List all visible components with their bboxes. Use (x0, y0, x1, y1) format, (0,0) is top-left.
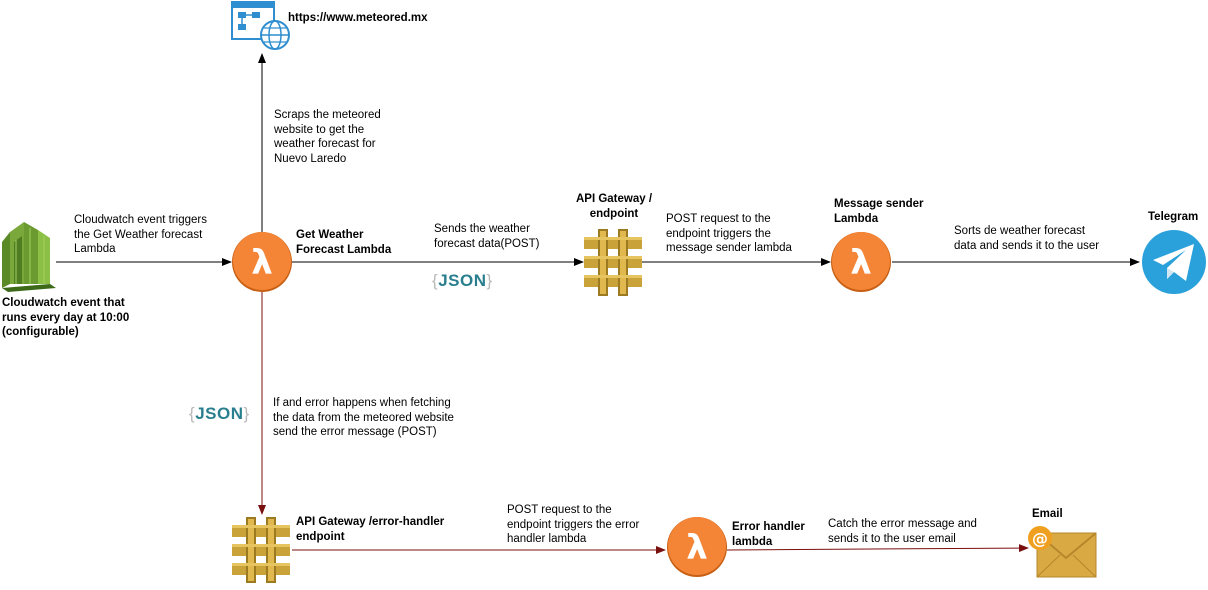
svg-text:λ: λ (686, 528, 708, 568)
api-gateway-label: API Gateway / endpoint (575, 193, 653, 220)
api-gateway-icon (232, 517, 290, 583)
json-badge-left: {JSON} (189, 404, 250, 423)
edge-label-catch-error: Catch the error message and sends it to … (828, 518, 977, 545)
website-url: https://www.meteored.mx (288, 12, 428, 24)
message-sender-lambda-label: Message sender Lambda (834, 198, 924, 225)
api-gateway-icon (584, 229, 642, 296)
arrow-error-lambda-to-email (726, 544, 1029, 553)
error-gateway-label: API Gateway /error-handler endpoint (296, 516, 445, 543)
edge-label-scrape: Scraps the meteored website to get the w… (274, 109, 381, 165)
email-icon: @ (1028, 526, 1097, 578)
svg-text:λ: λ (850, 243, 872, 283)
svg-text:@: @ (1032, 529, 1048, 548)
edge-label-send-forecast: Sends the weather forecast data(POST) (434, 223, 540, 250)
cloudwatch-label: Cloudwatch event that runs every day at … (2, 297, 130, 338)
lambda-icon: λ (831, 232, 891, 292)
edge-label-error-post: POST request to the endpoint triggers th… (507, 504, 640, 545)
edge-label-cloudwatch-trigger: Cloudwatch event triggers the Get Weathe… (74, 214, 207, 255)
edge-label-post-request: POST request to the endpoint triggers th… (666, 213, 792, 254)
email-label: Email (1032, 508, 1063, 520)
edge-label-error: If and error happens when fetching the d… (273, 397, 454, 438)
web-sitemap-globe-icon (231, 1, 290, 50)
get-weather-lambda-label: Get Weather Forecast Lambda (296, 229, 392, 256)
cloudwatch-icon (2, 222, 56, 292)
telegram-label: Telegram (1148, 211, 1199, 223)
svg-text:λ: λ (251, 243, 273, 283)
lambda-icon: λ (667, 517, 727, 577)
json-badge-top: {JSON} (432, 271, 493, 290)
error-lambda-label: Error handler lambda (732, 521, 805, 548)
edge-label-sort-send: Sorts de weather forecast data and sends… (954, 225, 1100, 252)
lambda-icon: λ (232, 232, 292, 292)
telegram-icon (1142, 230, 1206, 294)
